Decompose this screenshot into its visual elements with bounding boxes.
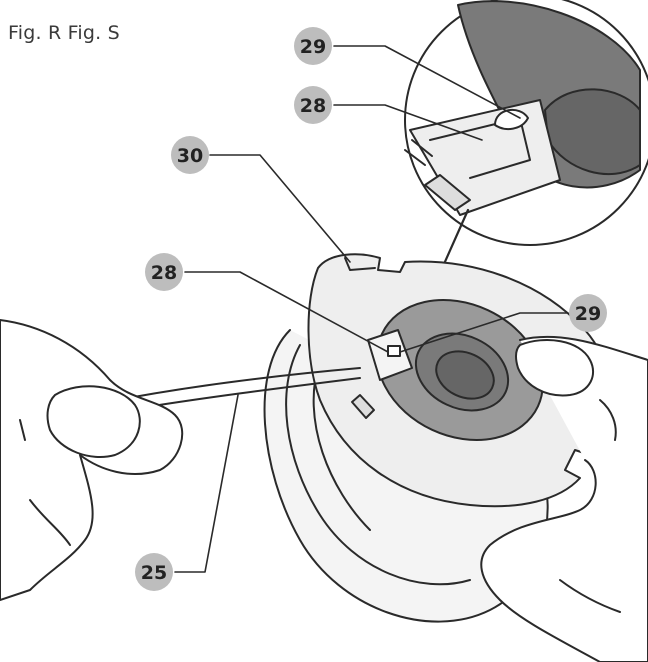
callout-29-top: 29 xyxy=(294,27,332,65)
detail-magnifier xyxy=(404,0,648,331)
leader-28-top xyxy=(333,104,483,141)
callout-badge xyxy=(294,27,332,65)
callout-label: 28 xyxy=(151,262,177,284)
left-hand-palm xyxy=(0,319,184,601)
leader-29-mid xyxy=(399,312,569,353)
flange-notch-30 xyxy=(344,257,376,271)
callout-label: 29 xyxy=(300,36,326,58)
spool-back-rim xyxy=(285,344,471,586)
detail-hub-hole xyxy=(544,88,641,175)
left-thumb xyxy=(46,385,141,458)
spool-hub-inner xyxy=(435,350,495,400)
spool-line-guide xyxy=(351,394,375,419)
callout-28-top: 28 xyxy=(294,86,332,124)
callout-30: 30 xyxy=(171,136,209,174)
spool xyxy=(263,253,611,623)
leader-28-mid xyxy=(184,271,389,353)
left-hand xyxy=(0,319,184,601)
detail-line-exit xyxy=(424,174,471,211)
callout-badge xyxy=(135,553,173,591)
spool-eyelet-29 xyxy=(387,345,401,357)
leader-29-top xyxy=(333,45,521,119)
callout-25: 25 xyxy=(135,553,173,591)
leader-25 xyxy=(174,394,239,573)
callout-29-mid: 29 xyxy=(569,294,607,332)
right-hand xyxy=(480,335,648,662)
right-thumb xyxy=(514,339,595,397)
left-hand-creases xyxy=(19,419,71,546)
figure-title: Fig. R Fig. S xyxy=(8,22,120,44)
leader-30 xyxy=(209,154,351,263)
callout-badge xyxy=(171,136,209,174)
callout-28-mid: 28 xyxy=(145,253,183,291)
trimmer-line xyxy=(127,367,361,399)
callout-label: 29 xyxy=(575,303,601,325)
right-hand-palm xyxy=(480,335,648,662)
callout-badge xyxy=(294,86,332,124)
callout-badge xyxy=(569,294,607,332)
detail-ribs xyxy=(404,139,433,166)
right-hand-creases xyxy=(559,399,621,613)
callout-label: 28 xyxy=(300,95,326,117)
detail-eyelet-29 xyxy=(494,109,529,131)
detail-slot-edge xyxy=(429,117,531,179)
callout-badge xyxy=(145,253,183,291)
callout-label: 25 xyxy=(141,562,167,584)
callout-label: 30 xyxy=(177,145,203,167)
